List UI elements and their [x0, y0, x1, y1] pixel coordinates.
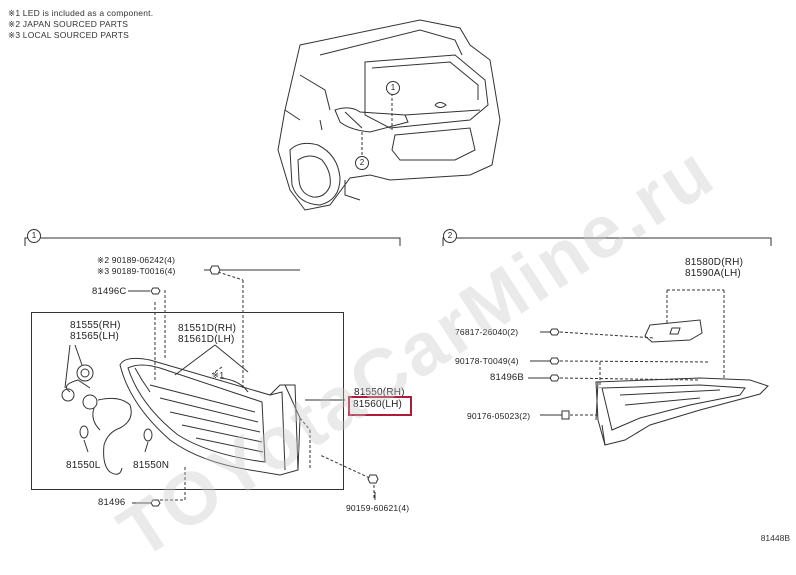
note-japan: ※2 JAPAN SOURCED PARTS: [8, 19, 129, 29]
label-right-nut: 90176-05023(2): [467, 411, 531, 421]
notes-block: ※1 LED is included as a component. ※2 JA…: [8, 8, 153, 41]
label-lens-lh: 81561D(LH): [178, 334, 235, 345]
left-group-frame: [31, 312, 344, 490]
callout-1-group: 1: [27, 229, 41, 243]
callout-2-top: 2: [355, 156, 369, 170]
label-screw: 90159-60621(4): [346, 503, 410, 513]
left-lamp-assembly: [61, 357, 301, 476]
label-right-bolt: 90178-T0049(4): [455, 356, 519, 366]
label-lens-rh: 81551D(RH): [178, 323, 237, 334]
callout-2-group: 2: [443, 229, 457, 243]
label-bolt-local: ※3 90189-T0016(4): [97, 266, 176, 276]
label-bulb-81550l: 81550L: [66, 460, 101, 471]
label-right-lamp-lh: 81590A(LH): [685, 268, 741, 279]
label-led-mark: ※1: [212, 370, 225, 380]
note-local: ※3 LOCAL SOURCED PARTS: [8, 30, 129, 40]
label-socket-rh: 81555(RH): [70, 320, 121, 331]
label-lamp-lh[interactable]: 81560(LH): [353, 399, 403, 410]
label-right-clip: 81496B: [490, 372, 524, 383]
vehicle-rear-illustration: [277, 19, 501, 211]
right-lamp-assembly: [595, 319, 769, 446]
label-clip-81496: 81496: [98, 497, 126, 508]
note-led: ※1 LED is included as a component.: [8, 8, 154, 18]
label-right-lamp-rh: 81580D(RH): [685, 257, 744, 268]
label-bolt-japan: ※2 90189-06242(4): [97, 255, 176, 265]
diagram-code: 81448B: [760, 533, 790, 543]
label-gasket: 76817-26040(2): [455, 327, 519, 337]
callout-1-top: 1: [386, 81, 400, 95]
label-socket-lh: 81565(LH): [70, 331, 120, 342]
diagram-line-art: [24, 19, 772, 507]
label-lamp-rh: 81550(RH): [354, 387, 405, 398]
highlight-lamp-lh[interactable]: [348, 396, 412, 416]
label-clip-81496c: 81496C: [92, 286, 127, 297]
label-bulb-81550n: 81550N: [133, 460, 170, 471]
